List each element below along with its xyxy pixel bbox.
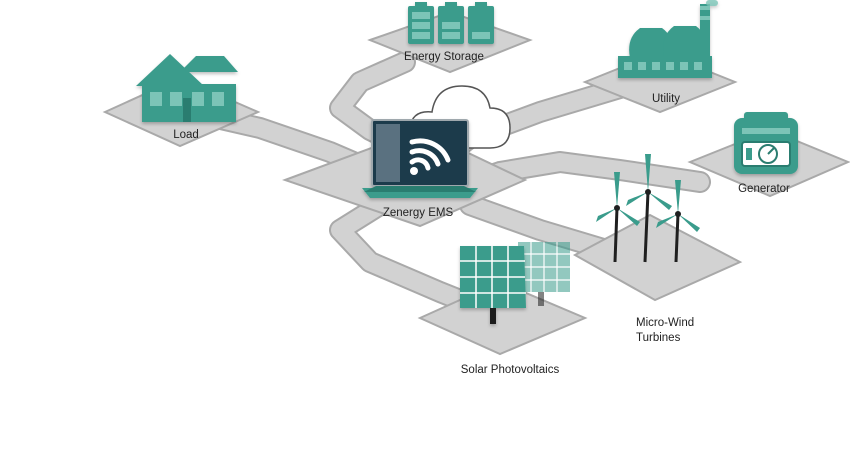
label-wind-line1: Micro-Wind [636, 317, 694, 329]
factory-icon [618, 0, 718, 78]
battery-icon [408, 2, 494, 44]
solar-panel-icon [460, 242, 570, 324]
laptop-wifi-icon[interactable] [362, 119, 478, 198]
label-wind-line2: Turbines [636, 332, 681, 344]
label-energy-storage: Energy Storage [404, 51, 484, 63]
platform-wind [572, 213, 743, 302]
label-load: Load [173, 129, 199, 141]
label-ems: Zenergy EMS [383, 207, 454, 219]
generator-icon [734, 112, 798, 174]
wind-turbine-icon [596, 154, 700, 263]
label-utility: Utility [652, 93, 680, 105]
house-icon [136, 54, 238, 122]
label-generator: Generator [738, 183, 790, 195]
label-solar: Solar Photovoltaics [461, 364, 560, 376]
node-labels: Energy Storage Utility Load Generator Ze… [173, 51, 790, 376]
